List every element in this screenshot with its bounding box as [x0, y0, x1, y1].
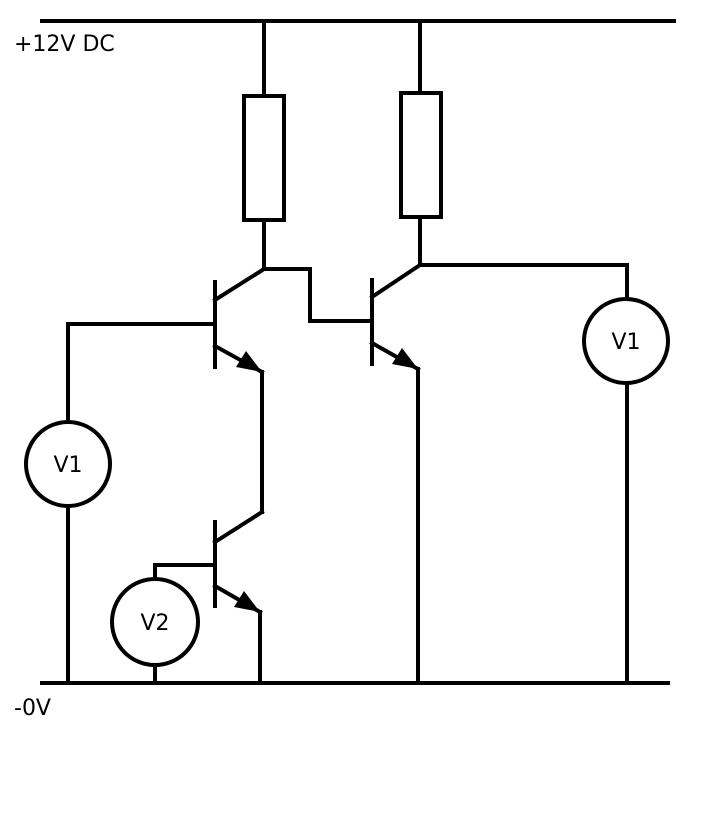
positive-rail-label: +12V DC: [14, 32, 115, 57]
wiring: [66, 263, 629, 685]
q3-emitter-arrow-icon: [234, 591, 260, 612]
transistor-q2: [369, 262, 423, 372]
voltmeter-right-label: V1: [611, 330, 640, 355]
voltmeter-right: V1: [582, 297, 670, 385]
ground-rail-label: -0V: [14, 696, 51, 721]
voltmeter-bottom: V2: [110, 577, 200, 667]
resistor-r1: [242, 19, 286, 271]
voltmeter-bottom-label: V2: [140, 611, 169, 636]
transistor-q3: [212, 509, 265, 615]
voltmeter-left-label: V1: [53, 453, 82, 478]
q1-emitter-arrow-icon: [236, 351, 262, 372]
q2-emitter-arrow-icon: [392, 348, 418, 369]
voltmeter-left: V1: [24, 420, 112, 508]
transistor-q1: [212, 266, 267, 375]
resistor-r2: [399, 19, 443, 267]
